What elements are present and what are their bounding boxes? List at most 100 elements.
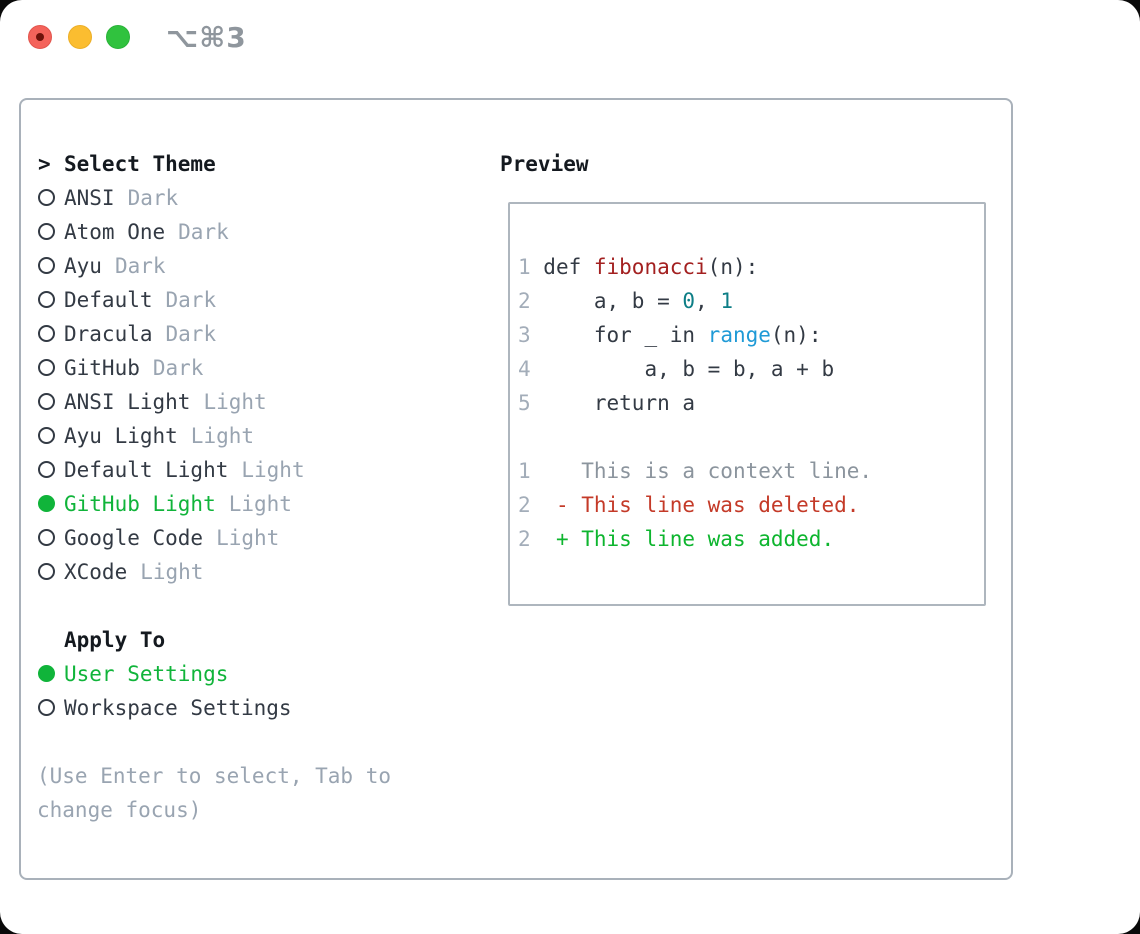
apply-to-title: Apply To (64, 628, 166, 652)
titlebar: ⌥⌘3 (0, 0, 1140, 72)
theme-variant-label: Light (216, 526, 280, 550)
radio-icon (38, 189, 55, 206)
theme-option[interactable]: Default Dark (38, 283, 305, 317)
theme-option[interactable]: Ayu Light Light (38, 419, 305, 453)
code-line (518, 420, 872, 454)
focus-prompt-icon: > (38, 152, 51, 176)
code-segment: This is a context line. (530, 459, 873, 483)
theme-option[interactable]: ANSI Light Light (38, 385, 305, 419)
code-segment: a, b = (530, 289, 683, 313)
option-label: GitHub Light (64, 492, 216, 516)
code-segment: - This line was deleted. (530, 493, 860, 517)
theme-variant-label: Dark (114, 254, 166, 278)
code-line: 2 a, b = 0, 1 (518, 284, 872, 318)
zoom-button[interactable] (106, 25, 130, 49)
line-number: 1 (518, 255, 531, 279)
radio-icon (38, 563, 55, 580)
option-label: Default (64, 288, 153, 312)
theme-option[interactable]: Dracula Dark (38, 317, 305, 351)
option-label: ANSI (64, 186, 115, 210)
code-segment: a, b = b, a + b (530, 357, 835, 381)
code-segment: range (707, 323, 771, 347)
option-label: Ayu Light (64, 424, 178, 448)
theme-variant-label: Dark (178, 220, 229, 244)
theme-variant-label: Light (190, 424, 255, 448)
option-label: XCode (64, 560, 128, 584)
code-segment: (n): (707, 255, 759, 279)
radio-icon (38, 257, 55, 274)
code-line: 5 return a (518, 386, 872, 420)
theme-variant-label: Dark (127, 186, 179, 210)
radio-icon (38, 461, 55, 478)
line-number: 5 (518, 391, 531, 415)
theme-variant-label: Dark (165, 322, 217, 346)
code-segment: , (695, 289, 721, 313)
radio-selected-icon (38, 665, 55, 682)
option-label: Google Code (64, 526, 204, 550)
line-number: 1 (518, 459, 531, 483)
line-number: 2 (518, 493, 531, 517)
window-title-shortcut: ⌥⌘3 (166, 21, 247, 54)
theme-option[interactable]: Default Light Light (38, 453, 305, 487)
option-label: ANSI Light (64, 390, 191, 414)
option-label: Ayu (64, 254, 102, 278)
theme-variant-label: Light (241, 458, 305, 482)
apply-to-option[interactable]: User Settings (38, 657, 292, 691)
theme-option[interactable]: Google Code Light (38, 521, 305, 555)
option-label: Default Light (64, 458, 229, 482)
code-segment: return a (530, 391, 696, 415)
minimize-button[interactable] (68, 25, 92, 49)
theme-list-header: >Select Theme (38, 147, 305, 181)
radio-icon (38, 529, 55, 546)
radio-icon (38, 427, 55, 444)
keyboard-hint: (Use Enter to select, Tab to change focu… (37, 759, 391, 827)
radio-icon (38, 291, 55, 308)
line-number: 3 (518, 323, 531, 347)
code-line: 3 for _ in range(n): (518, 318, 872, 352)
code-segment: (n): (770, 323, 822, 347)
theme-option[interactable]: ANSI Dark (38, 181, 305, 215)
radio-icon (38, 393, 55, 410)
theme-option[interactable]: XCode Light (38, 555, 305, 589)
hint-line-1: (Use Enter to select, Tab to (37, 764, 392, 788)
preview-title: Preview (500, 152, 589, 176)
code-line: 2 + This line was added. (518, 522, 872, 556)
theme-option[interactable]: GitHub Dark (38, 351, 305, 385)
theme-variant-label: Light (140, 560, 204, 584)
code-segment: 0 (682, 289, 696, 313)
radio-icon (38, 699, 55, 716)
option-label: Workspace Settings (64, 696, 292, 720)
theme-option[interactable]: GitHub Light Light (38, 487, 305, 521)
close-button[interactable] (28, 25, 52, 49)
option-label: Dracula (64, 322, 153, 346)
code-line: 2 - This line was deleted. (518, 488, 872, 522)
hint-line-2: change focus) (37, 798, 202, 822)
code-segment: 1 (720, 289, 733, 313)
radio-icon (38, 223, 55, 240)
radio-selected-icon (38, 495, 55, 512)
theme-variant-label: Dark (152, 356, 204, 380)
theme-option[interactable]: Ayu Dark (38, 249, 305, 283)
code-segment: def (530, 255, 594, 279)
line-number: 2 (518, 289, 531, 313)
option-label: User Settings (64, 662, 229, 686)
code-segment: for _ in (530, 323, 708, 347)
radio-icon (38, 359, 55, 376)
apply-to-header: Apply To (38, 623, 292, 657)
code-line: 4 a, b = b, a + b (518, 352, 872, 386)
apply-to-option[interactable]: Workspace Settings (38, 691, 292, 725)
theme-variant-label: Dark (165, 288, 217, 312)
code-segment: fibonacci (593, 255, 708, 279)
line-number: 2 (518, 527, 531, 551)
theme-variant-label: Light (228, 492, 292, 516)
option-label: GitHub (64, 356, 140, 380)
theme-variant-label: Light (203, 390, 267, 414)
code-line: 1 def fibonacci(n): (518, 250, 872, 284)
theme-option[interactable]: Atom One Dark (38, 215, 305, 249)
option-label: Atom One (64, 220, 166, 244)
radio-icon (38, 325, 55, 342)
